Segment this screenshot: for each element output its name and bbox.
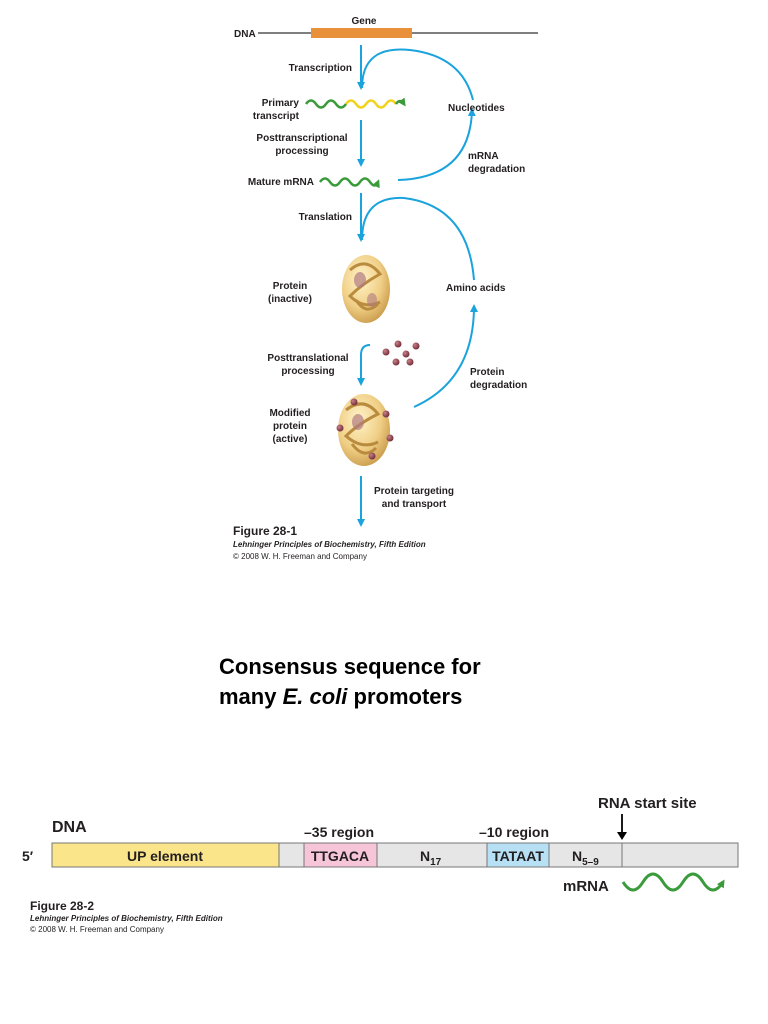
consensus-title: Consensus sequence for many E. coli prom… (219, 652, 559, 712)
arrow-mrna-degradation (397, 108, 476, 181)
figure1-caption-copyright: © 2008 W. H. Freeman and Company (233, 552, 367, 561)
posttranslational-label-2: processing (281, 366, 334, 377)
figure1-caption-book: Lehninger Principles of Biochemistry, Fi… (233, 540, 426, 549)
dna-label-fig2: DNA (52, 819, 87, 836)
primary-transcript-label-2: transcript (253, 111, 300, 122)
gene-bar (311, 28, 412, 38)
rna-start-site-label: RNA start site (598, 795, 697, 812)
amino-acids-label: Amino acids (446, 283, 506, 294)
mrna-degradation-label-2: degradation (468, 164, 525, 175)
posttranslational-label-1: Posttranslational (267, 353, 348, 364)
arrow-posttranslational (357, 344, 371, 386)
nucleotides-label: Nucleotides (448, 103, 505, 114)
transcription-label: Transcription (289, 63, 352, 74)
minus10-box (486, 842, 550, 868)
minus35-sequence: TTGACA (311, 848, 369, 864)
protein-targeting-label-2: and transport (382, 499, 447, 510)
mrna-degradation-label-1: mRNA (468, 151, 499, 162)
five-prime-label: 5′ (22, 848, 34, 864)
figure1-caption-title: Figure 28-1 (233, 524, 297, 538)
inactive-protein-image (342, 255, 390, 323)
modified-protein-image (336, 394, 394, 466)
loop-amino-acids (361, 196, 475, 281)
arrow-protein-degradation (413, 304, 478, 408)
protein-targeting-label-1: Protein targeting (374, 486, 454, 497)
consensus-title-line2: many E. coli promoters (219, 682, 559, 712)
modified-protein-label-1: Modified (269, 408, 310, 419)
minus35-region-label: –35 region (304, 824, 374, 840)
title-species: E. coli (282, 684, 348, 709)
gene-label: Gene (351, 16, 376, 27)
mature-mrna-label: Mature mRNA (248, 177, 314, 188)
amino-acid-beads (382, 340, 420, 366)
mrna-wave (621, 872, 725, 892)
posttranscriptional-label-1: Posttranscriptional (256, 133, 347, 144)
rna-start-site-arrowhead (617, 832, 627, 840)
dna-label: DNA (234, 29, 256, 40)
figure-28-1: Gene DNA Transcription Primary transcrip… (233, 16, 538, 561)
title-line2-suffix: promoters (347, 684, 463, 709)
protein-degradation-label-2: degradation (470, 380, 527, 391)
mature-mrna-wave (318, 177, 380, 189)
consensus-title-line1: Consensus sequence for (219, 654, 481, 679)
protein-inactive-label-2: (inactive) (268, 294, 312, 305)
protein-degradation-label-1: Protein (470, 367, 504, 378)
up-element-box (51, 842, 280, 868)
posttranscriptional-label-2: processing (275, 146, 328, 157)
primary-transcript-wave-start (304, 99, 348, 109)
minus10-sequence: TATAAT (492, 848, 544, 864)
mrna-label: mRNA (563, 878, 609, 895)
figure2-caption-title: Figure 28-2 (30, 899, 94, 913)
figure2-caption-copyright: © 2008 W. H. Freeman and Company (30, 925, 164, 934)
up-element-label: UP element (127, 848, 203, 864)
title-line2-prefix: many (219, 684, 283, 709)
n17-label: N17 (420, 848, 442, 868)
minus35-box (303, 842, 378, 868)
figure2-caption-book: Lehninger Principles of Biochemistry, Fi… (30, 914, 223, 923)
n59-label: N5–9 (572, 848, 599, 868)
figure-28-2: DNA RNA start site –35 region –10 region… (22, 795, 739, 934)
primary-transcript-wave-end (394, 97, 406, 107)
translation-label: Translation (299, 212, 352, 223)
modified-protein-label-2: protein (273, 421, 307, 432)
minus10-region-label: –10 region (479, 824, 549, 840)
primary-transcript-wave-intron (344, 99, 398, 109)
modified-protein-label-3: (active) (272, 434, 307, 445)
protein-inactive-label-1: Protein (273, 281, 307, 292)
loop-nucleotides (361, 48, 474, 101)
primary-transcript-label-1: Primary (262, 98, 300, 109)
